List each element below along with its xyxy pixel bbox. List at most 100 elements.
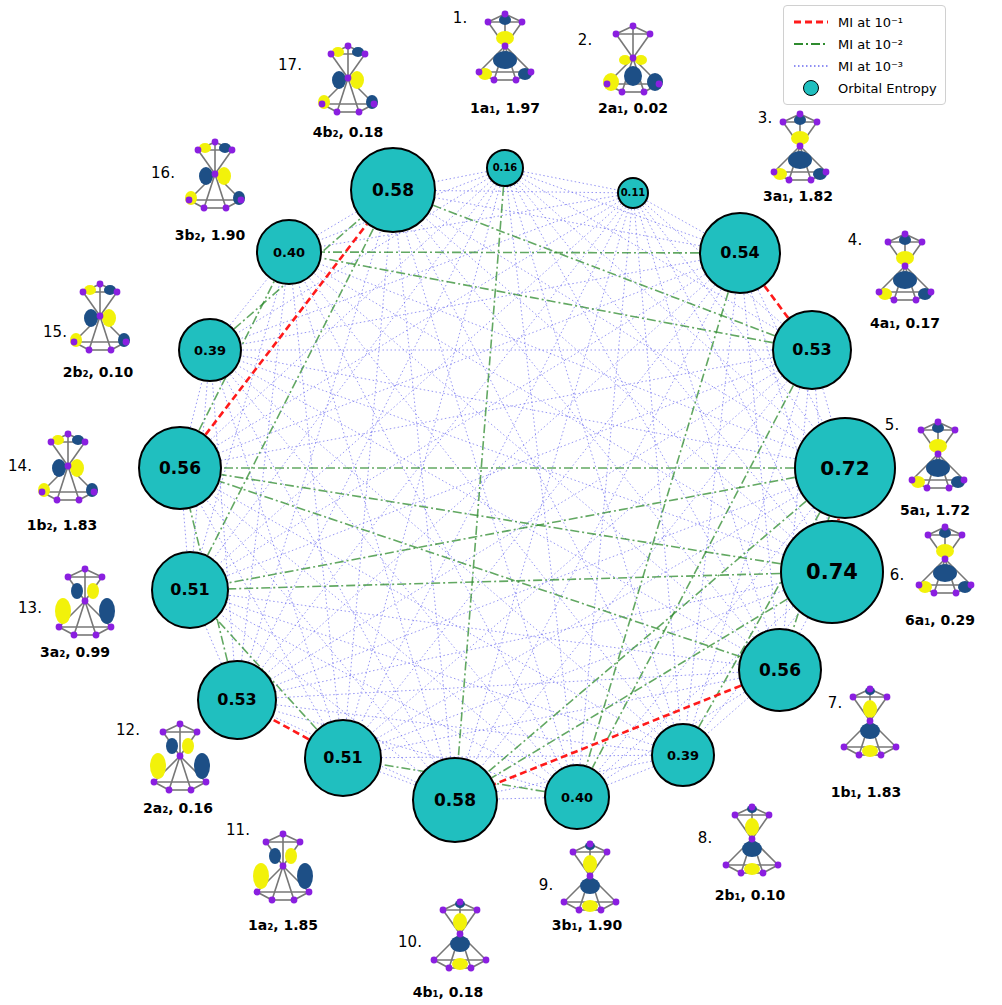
bond (179, 724, 181, 756)
orbital-icon (55, 566, 115, 639)
orbital-lobe (118, 333, 130, 347)
atom (76, 497, 83, 504)
atom (440, 907, 447, 914)
orbital-label: 4a₁, 0.17 (870, 316, 940, 330)
atom (186, 197, 193, 204)
bond (68, 577, 85, 601)
legend-text: Orbital Entropy (838, 81, 937, 96)
orbital-icon (876, 231, 935, 304)
entropy-value: 0.40 (273, 246, 305, 259)
atom (786, 177, 793, 184)
atom (885, 239, 892, 246)
orbital-lobe (86, 483, 98, 497)
bond (180, 756, 191, 790)
mutual-information-line (249, 231, 381, 662)
atom (201, 205, 208, 212)
atom (738, 870, 745, 877)
entropy-circle: 0.39 (651, 723, 715, 787)
legend-line-sample (794, 43, 828, 45)
orbital-number: 5. (885, 418, 899, 433)
legend-swatch (804, 81, 819, 96)
bond (85, 577, 102, 601)
atom (194, 729, 201, 736)
orbital-lobe (269, 848, 281, 864)
entropy-circle: 0.56 (738, 628, 822, 712)
orbital-lobe (742, 841, 762, 857)
atom (841, 744, 848, 751)
bond (214, 142, 216, 174)
orbital-lobe (55, 598, 71, 624)
circle-outline (781, 521, 883, 623)
circle-outline (773, 311, 851, 389)
entropy-value: 0.58 (372, 182, 414, 199)
atom (306, 889, 313, 896)
orbital-number: 16. (151, 166, 175, 181)
orbital-lobe (194, 753, 210, 779)
atom (297, 839, 304, 846)
mutual-information-line (227, 602, 653, 744)
atom (604, 849, 611, 856)
atom (909, 477, 916, 484)
atom (775, 862, 782, 869)
atom (203, 779, 210, 786)
orbital-lobe (71, 583, 83, 599)
entropy-circle: 0.51 (304, 719, 382, 797)
orbital-number: 10. (398, 935, 422, 950)
circle-outline (739, 629, 821, 711)
bond (266, 842, 283, 866)
mutual-information-line (382, 755, 651, 757)
mutual-information-line (467, 208, 628, 758)
atom (483, 957, 490, 964)
entropy-value: 0.53 (217, 692, 256, 708)
orbital-label: 2a₁, 0.02 (598, 101, 668, 115)
orbital-lobe (493, 51, 517, 69)
circle-outline (795, 418, 895, 518)
atom (942, 524, 949, 531)
mutual-information-line (262, 206, 624, 669)
atom (513, 77, 520, 84)
legend-sample (792, 13, 830, 31)
entropy-value: 0.39 (667, 749, 699, 762)
mutual-information-line (823, 389, 831, 419)
mutual-information-line (272, 719, 309, 739)
mutual-information-line (221, 475, 780, 564)
orbital-label: 2a₂, 0.16 (143, 801, 213, 815)
mutual-information-line (234, 371, 658, 734)
atom (457, 931, 464, 938)
mutual-information-line (498, 798, 544, 799)
atom (291, 897, 298, 904)
mutual-information-line (267, 280, 709, 673)
orbital-number: 1. (453, 11, 467, 26)
atom (766, 812, 773, 819)
mutual-information-line (205, 626, 221, 663)
orbital-lobe (582, 900, 598, 912)
atom (946, 485, 953, 492)
orbital-lobe (166, 738, 178, 754)
atom (160, 729, 167, 736)
entropy-circle: 0.72 (794, 417, 896, 519)
orbital-label: 5a₁, 1.72 (900, 503, 970, 517)
orbital-icon (909, 419, 968, 492)
mutual-information-line (317, 269, 787, 546)
mutual-information-line (314, 273, 748, 642)
entropy-circle: 0.58 (350, 147, 436, 233)
circle-outline (652, 724, 714, 786)
entropy-circle: 0.56 (138, 426, 222, 510)
orbital-icon (476, 11, 535, 84)
orbital-lobe (297, 863, 313, 889)
atom (188, 787, 195, 794)
mutual-information-line (413, 228, 669, 726)
atom (760, 870, 767, 877)
atom (823, 169, 830, 176)
mutual-information-line (507, 187, 573, 764)
mutual-information-line (230, 375, 556, 772)
orbital-number: 8. (698, 831, 712, 846)
entropy-circle: 0.74 (780, 520, 884, 624)
mutual-information-line (511, 186, 674, 724)
orbital-lobe (860, 723, 880, 739)
mutual-information-line (222, 467, 794, 469)
orbital-number: 13. (18, 601, 42, 616)
atom (919, 239, 926, 246)
mutual-information-line (517, 183, 799, 532)
mutual-information-line (211, 181, 491, 440)
